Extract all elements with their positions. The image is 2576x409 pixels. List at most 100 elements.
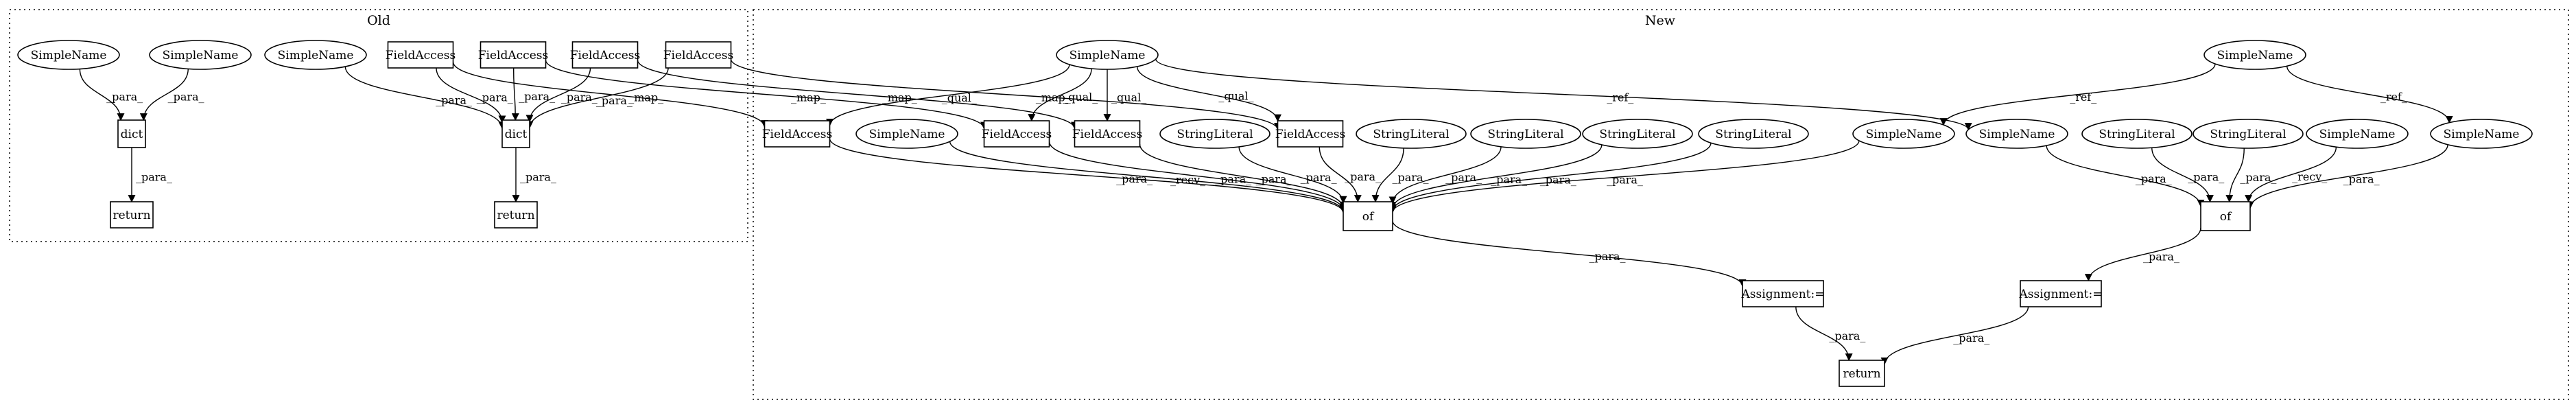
edge-o_dict1-to-o_ret1: _para_ (128, 147, 172, 203)
edge-n_sn_top-to-n_fa1: _qual_ (826, 64, 1070, 127)
edge-line (637, 60, 1078, 130)
edge-line (1319, 146, 1362, 203)
edge-line (1155, 58, 1972, 130)
edge-line (545, 60, 988, 130)
node-fieldaccess-n_fa1: FieldAccess (762, 120, 832, 148)
edge-line (1389, 144, 1603, 210)
edge-n_sn_d-to-n_of2: _recv_ (2245, 147, 2337, 203)
node-box (1074, 120, 1141, 148)
edge-n_sn_a-to-n_of1: _recv_ (949, 141, 1347, 213)
edge-o_sn3-to-o_dict2: _para_ (344, 66, 506, 130)
edge-line (79, 69, 125, 121)
edge-n_asg2-to-n_ret: _para_ (1880, 306, 2029, 365)
node-ellipse (1159, 119, 1271, 149)
edge-label: _para_ (2240, 171, 2276, 184)
edge-line (1880, 306, 2029, 365)
edge-n_sn_top-to-n_fa3: _qual_ (1103, 69, 1146, 122)
edge-o_fa4-to-o_dict2: _para_ (525, 67, 669, 129)
node-simplename-o_sn3: SimpleName (264, 40, 367, 70)
node-fieldaccess-n_fa3: FieldAccess (1072, 120, 1142, 148)
edge-label: _para_ (519, 90, 555, 103)
edge-label: _ref_ (1607, 91, 1633, 104)
node-simplename-o_sn2: SimpleName (149, 40, 252, 70)
node-box (117, 119, 146, 148)
edge-n_fa4-to-n_of1: _para_ (1319, 146, 1381, 203)
node-label: FieldAccess (663, 49, 733, 62)
node-label: FieldAccess (1072, 128, 1142, 141)
edge-label: _para_ (1215, 172, 1251, 185)
cluster-title-new: New (1645, 13, 1676, 28)
edge-label: _para_ (1392, 171, 1428, 184)
edge-line (452, 61, 768, 128)
node-fieldaccess-n_fa4: FieldAccess (1275, 120, 1345, 148)
node-box (571, 41, 639, 69)
node-stringliteral-n_sl6: StringLiteral (2081, 119, 2193, 149)
edge-label: _para_ (136, 170, 172, 183)
node-box (1343, 201, 1393, 231)
edge-o_fa1-to-n_fa1: _map_ (452, 61, 768, 128)
edge-line (1048, 141, 1347, 211)
node-label: StringLiteral (2210, 128, 2286, 141)
node-return-o_ret1: return (110, 201, 154, 229)
node-simplename-n_sn_top2: SimpleName (2203, 40, 2306, 70)
edge-line (1795, 306, 1853, 362)
edge-label: _para_ (436, 94, 472, 107)
edge-line (1238, 146, 1347, 204)
edge-line (1389, 146, 1502, 204)
edge-line (826, 64, 1070, 127)
edge-line (829, 138, 1347, 213)
node-ellipse (2081, 119, 2193, 149)
node-label: StringLiteral (1715, 128, 1791, 141)
node-of-n_of2: of (2200, 201, 2251, 231)
node-label: FieldAccess (386, 49, 456, 62)
node-label: FieldAccess (570, 49, 640, 62)
node-assignment-n_asg2: Assignment:= (2019, 280, 2102, 307)
edge-label: _map_ (791, 91, 826, 104)
edge-label: _para_ (106, 90, 143, 103)
edge-label: _para_ (2343, 173, 2380, 186)
edge-label: _para_ (1590, 250, 1626, 263)
node-ellipse (1056, 40, 1159, 70)
cluster-title-old: Old (367, 13, 390, 28)
edge-label: _para_ (2143, 250, 2179, 263)
node-box (2200, 201, 2251, 231)
node-stringliteral-n_sl4: StringLiteral (1582, 119, 1693, 149)
edge-label: _ref_ (2070, 91, 2096, 104)
node-label: StringLiteral (1373, 128, 1449, 141)
node-ellipse (2430, 119, 2533, 149)
node-box (665, 41, 732, 69)
edge-label: _para_ (1607, 173, 1643, 186)
node-box (480, 41, 547, 69)
node-label: SimpleName (1979, 128, 2055, 141)
node-label: StringLiteral (1599, 128, 1675, 141)
node-label: FieldAccess (982, 128, 1052, 141)
node-label: SimpleName (31, 49, 107, 62)
cluster-old: Old (9, 9, 748, 242)
node-box (2020, 280, 2102, 307)
edge-n_sn_top2-to-n_sn_b: _ref_ (1939, 63, 2216, 126)
edge-n_sl7-to-n_of2: _para_ (2225, 148, 2276, 203)
edge-label: _ref_ (2380, 91, 2407, 104)
edge-label: _para_ (1540, 174, 1576, 187)
node-label: SimpleName (1866, 128, 1942, 141)
edge-label: _para_ (1953, 331, 1989, 344)
edge-line (1389, 143, 1712, 212)
edge-label: _para_ (596, 94, 633, 107)
node-label: FieldAccess (478, 49, 548, 62)
node-return-n_ret: return (1839, 360, 1885, 387)
node-return-o_ret2: return (494, 201, 538, 229)
node-label: SimpleName (163, 49, 239, 62)
edge-n_sn_e-to-n_of2: _para_ (2246, 144, 2448, 209)
node-label: FieldAccess (762, 128, 832, 141)
node-box (501, 119, 530, 148)
node-label: StringLiteral (1177, 128, 1253, 141)
edge-label: _para_ (1345, 170, 1381, 183)
edge-label: _map_ (628, 91, 663, 104)
edge-n_sn_c-to-n_of2: _para_ (2046, 145, 2205, 207)
node-dict-o_dict1: dict (117, 119, 146, 148)
edge-line (1139, 143, 1347, 209)
edge-n_fa3-to-n_of1: _para_ (1139, 143, 1347, 209)
edge-label: _para_ (520, 170, 556, 183)
